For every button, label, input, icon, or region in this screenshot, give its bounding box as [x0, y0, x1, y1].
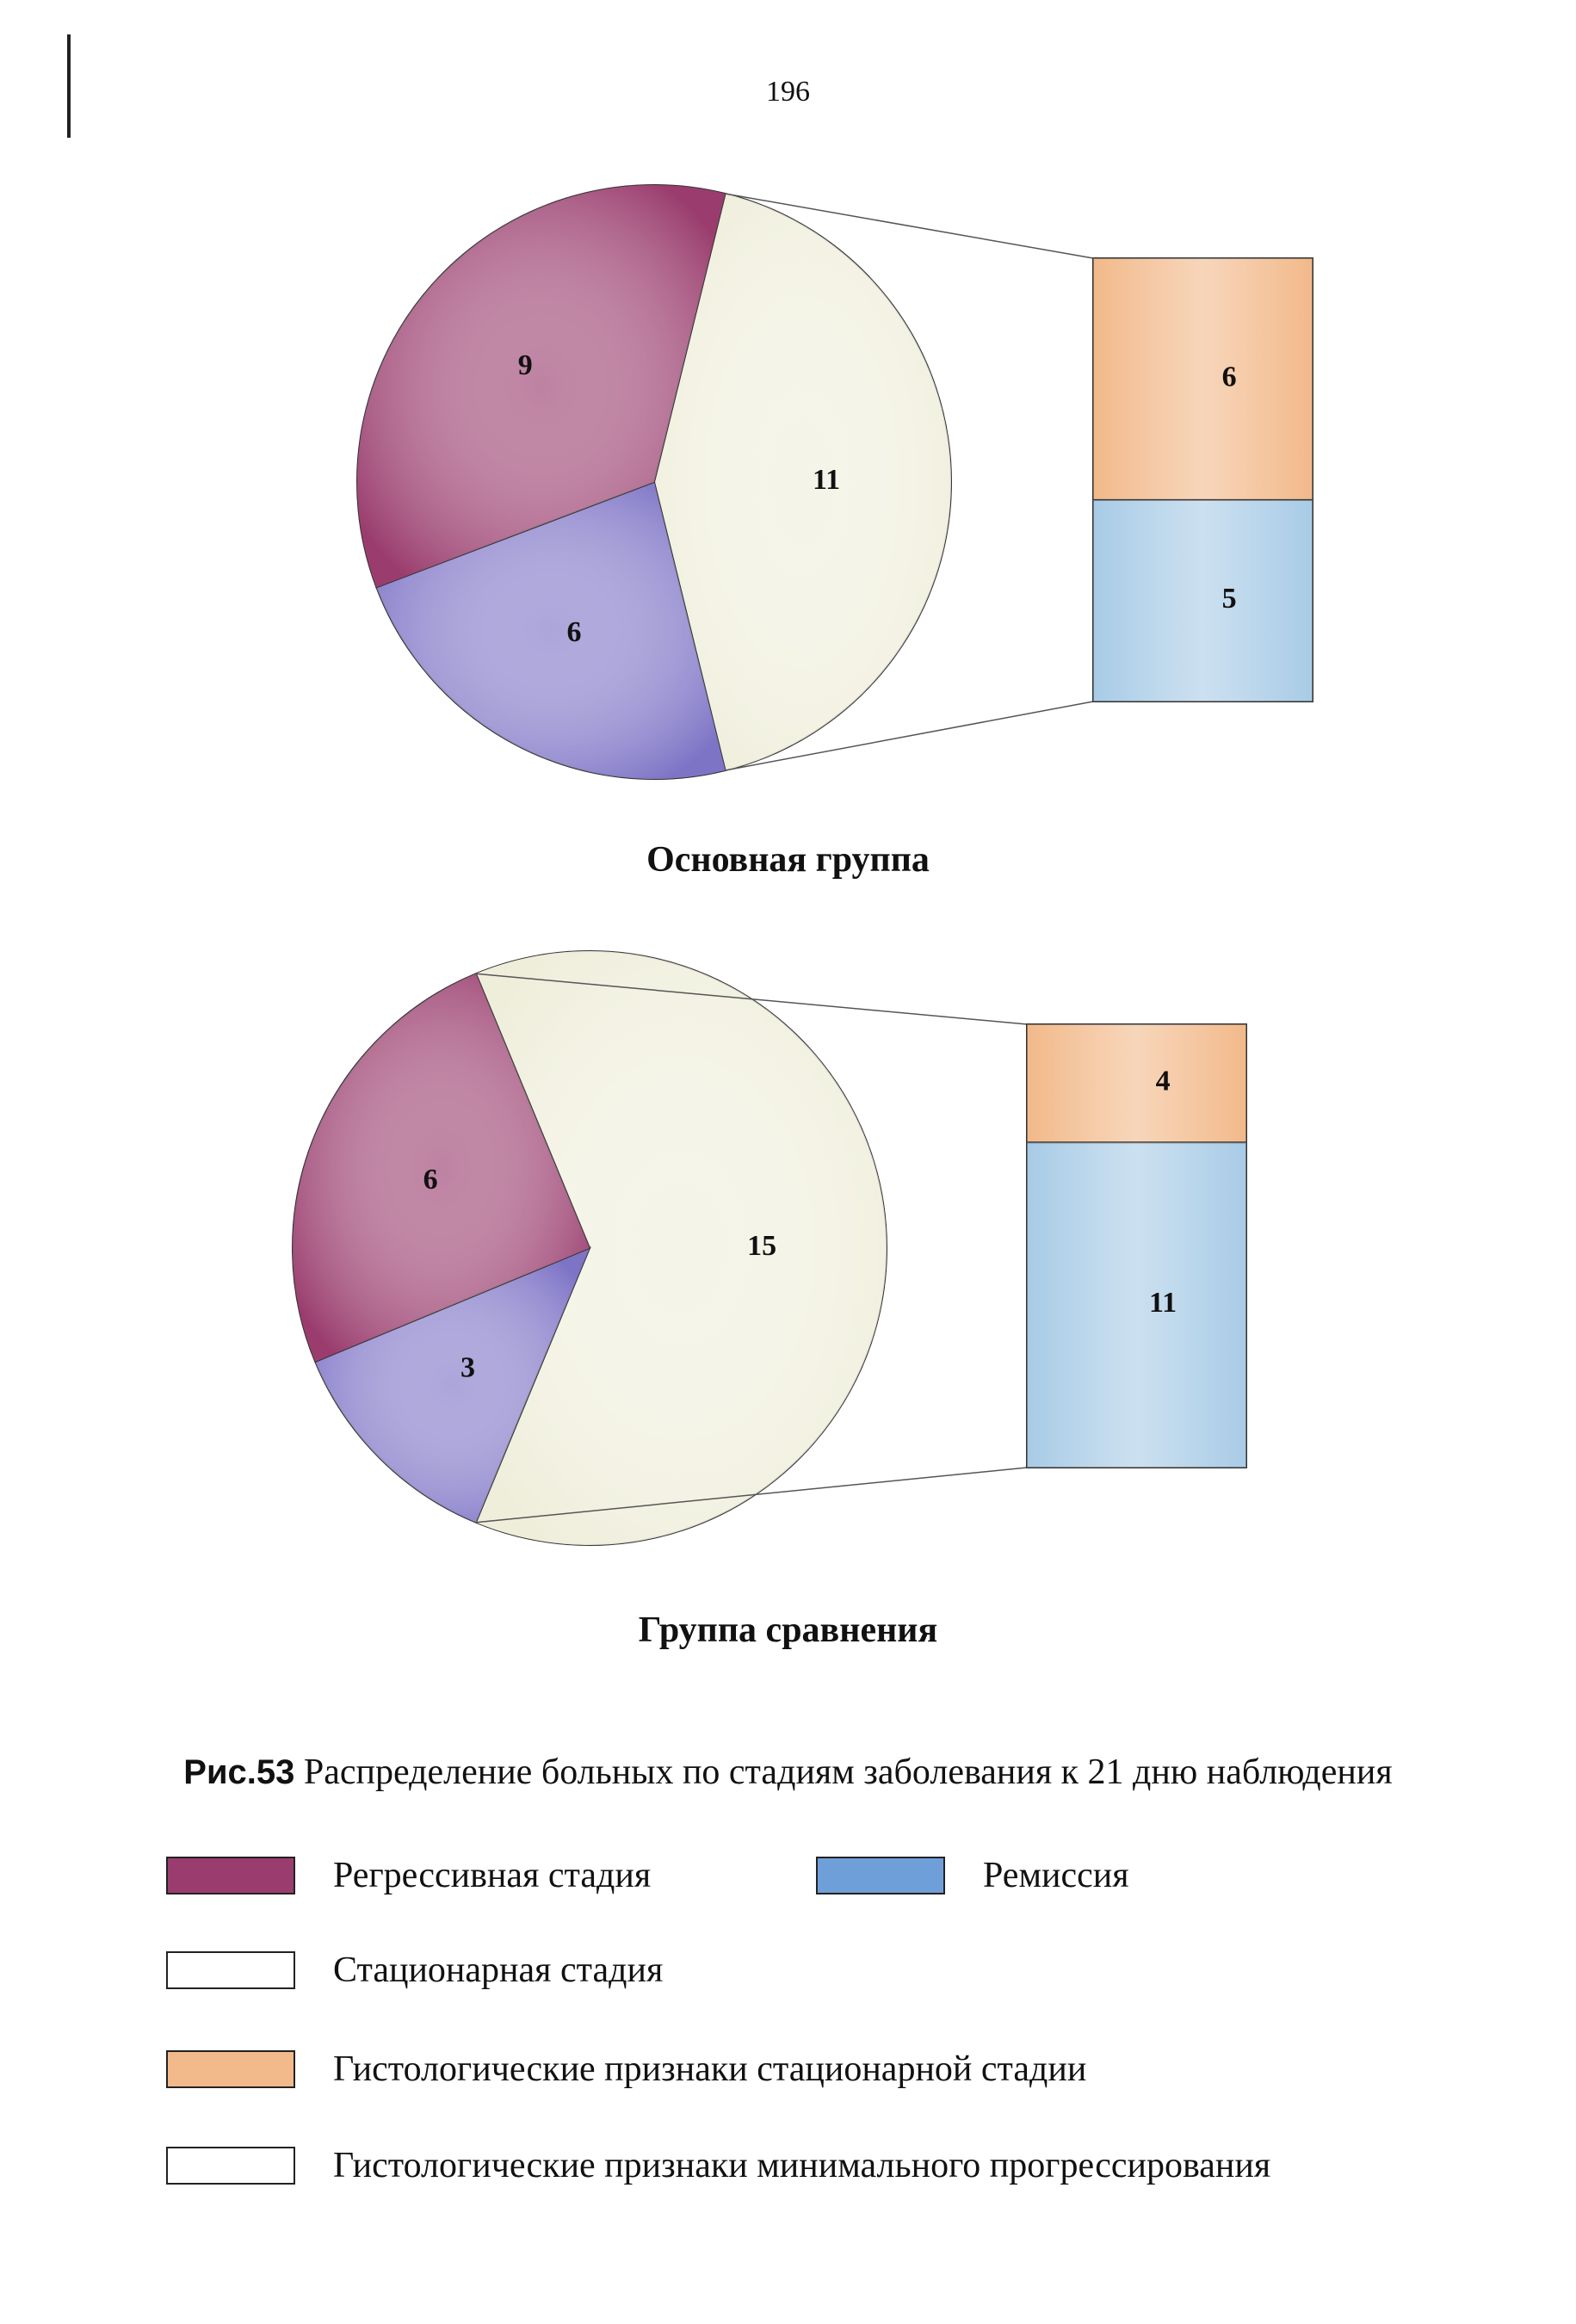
connector-top-main — [725, 193, 1094, 259]
legend-label-regressive: Регрессивная стадия — [333, 1856, 652, 1895]
bar-label-compare-1: 11 — [1149, 1287, 1177, 1319]
pie-label-compare-1: 3 — [460, 1351, 475, 1383]
pie-label-compare-2: 6 — [423, 1164, 438, 1196]
pie-label-main-2: 9 — [518, 349, 533, 381]
legend-item-stationary: Стационарная стадия — [166, 1950, 663, 1991]
chart-title-comparison-group: Группа сравнения — [638, 1610, 938, 1650]
connector-top-compare — [475, 973, 1028, 1025]
figure-caption: Рис.53 Распределение больных по стадиям … — [0, 1752, 1576, 1793]
bar-segment-shade-main-1 — [1093, 499, 1313, 702]
chart-title-main-group: Основная группа — [646, 840, 930, 880]
legend-swatch-histo-stationary — [166, 2050, 295, 2088]
pie-slice-shade-compare-1 — [315, 1248, 590, 1523]
pie-slice-shade-compare-0 — [475, 951, 887, 1545]
bar-label-compare-0: 4 — [1156, 1065, 1171, 1097]
legend-label-stationary: Стационарная стадия — [333, 1950, 664, 1990]
legend-swatch-stationary — [166, 1951, 295, 1989]
page-edge-mark — [67, 34, 71, 138]
bar-label-main-1: 5 — [1222, 583, 1237, 615]
figure-number: Рис.53 — [183, 1753, 295, 1791]
legend-swatch-histo-progress — [166, 2147, 295, 2185]
bar-segment-shade-compare-1 — [1027, 1142, 1246, 1468]
pie-slice-shade-main-2 — [357, 185, 726, 588]
pie-label-main-0: 11 — [813, 464, 840, 496]
legend-item-histo-progress: Гистологические признаки минимального пр… — [166, 2145, 1270, 2186]
bar-segment-shade-main-0 — [1093, 258, 1313, 500]
legend-label-histo-stationary: Гистологические признаки стационарной ст… — [333, 2049, 1087, 2089]
legend-item-remission: Ремиссия — [816, 1855, 1129, 1896]
pie-slice-shade-main-0 — [654, 194, 951, 770]
pie-chart-comparison-group: 15 3 6 4 11 — [292, 950, 1247, 1546]
pie-label-compare-0: 15 — [747, 1230, 776, 1262]
figure-caption-text: Распределение больных по стадиям заболев… — [303, 1752, 1393, 1792]
pie-slice-shade-main-1 — [376, 482, 726, 779]
pie-slice-shade-compare-2 — [292, 973, 590, 1363]
connector-bottom-main — [725, 701, 1094, 771]
pie-chart-main-group: 11 6 9 6 5 — [356, 184, 1313, 780]
legend-swatch-remission — [816, 1857, 945, 1894]
legend-item-regressive: Регрессивная стадия — [166, 1855, 651, 1896]
legend-label-remission: Ремиссия — [983, 1856, 1129, 1895]
legend-item-histo-stationary: Гистологические признаки стационарной ст… — [166, 2049, 1086, 2090]
legend-label-histo-progress: Гистологические признаки минимального пр… — [333, 2146, 1271, 2185]
legend-swatch-regressive — [166, 1857, 295, 1894]
page-number: 196 — [766, 76, 810, 108]
pie-label-main-1: 6 — [567, 616, 582, 648]
connector-bottom-compare — [475, 1467, 1028, 1524]
bar-label-main-0: 6 — [1222, 361, 1237, 392]
bar-segment-shade-compare-0 — [1027, 1024, 1246, 1143]
